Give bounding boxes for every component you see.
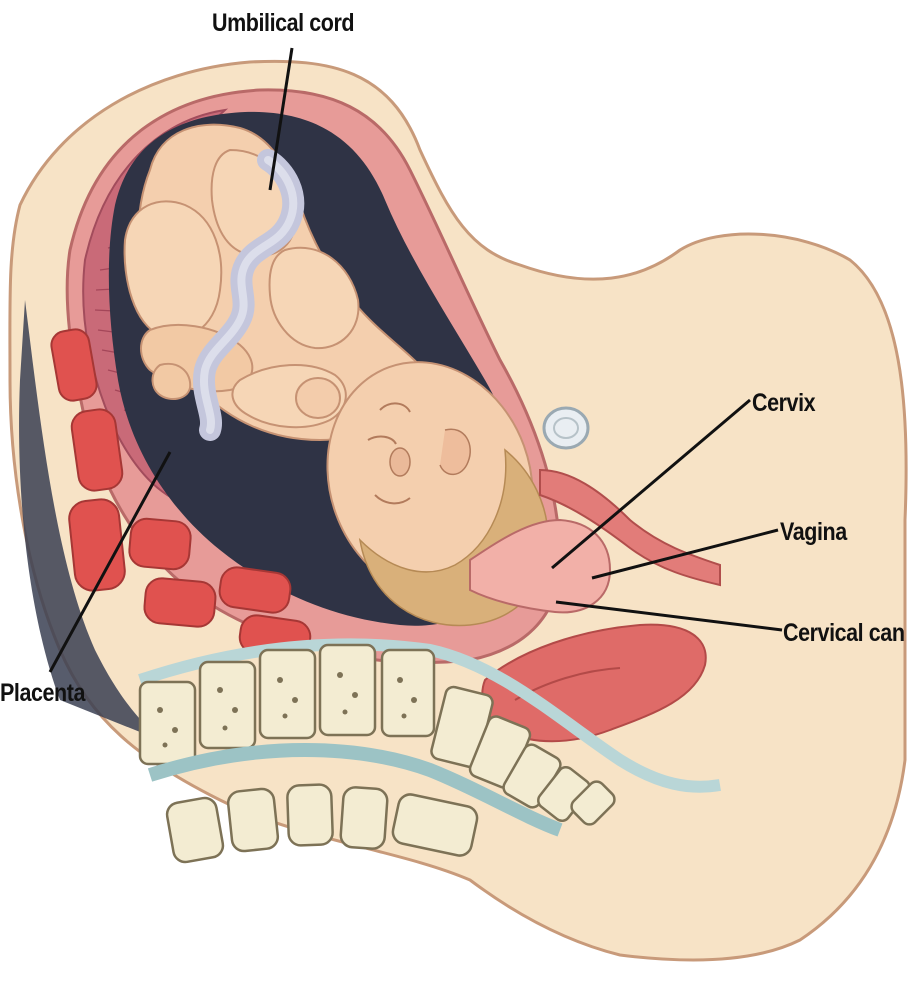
label-cervical-canal: Cervical can xyxy=(783,621,905,646)
label-vagina: Vagina xyxy=(780,520,847,545)
label-umbilical-cord: Umbilical cord xyxy=(212,11,354,36)
bladder xyxy=(544,408,588,448)
label-placenta: Placenta xyxy=(0,681,85,706)
label-cervix: Cervix xyxy=(752,391,815,416)
